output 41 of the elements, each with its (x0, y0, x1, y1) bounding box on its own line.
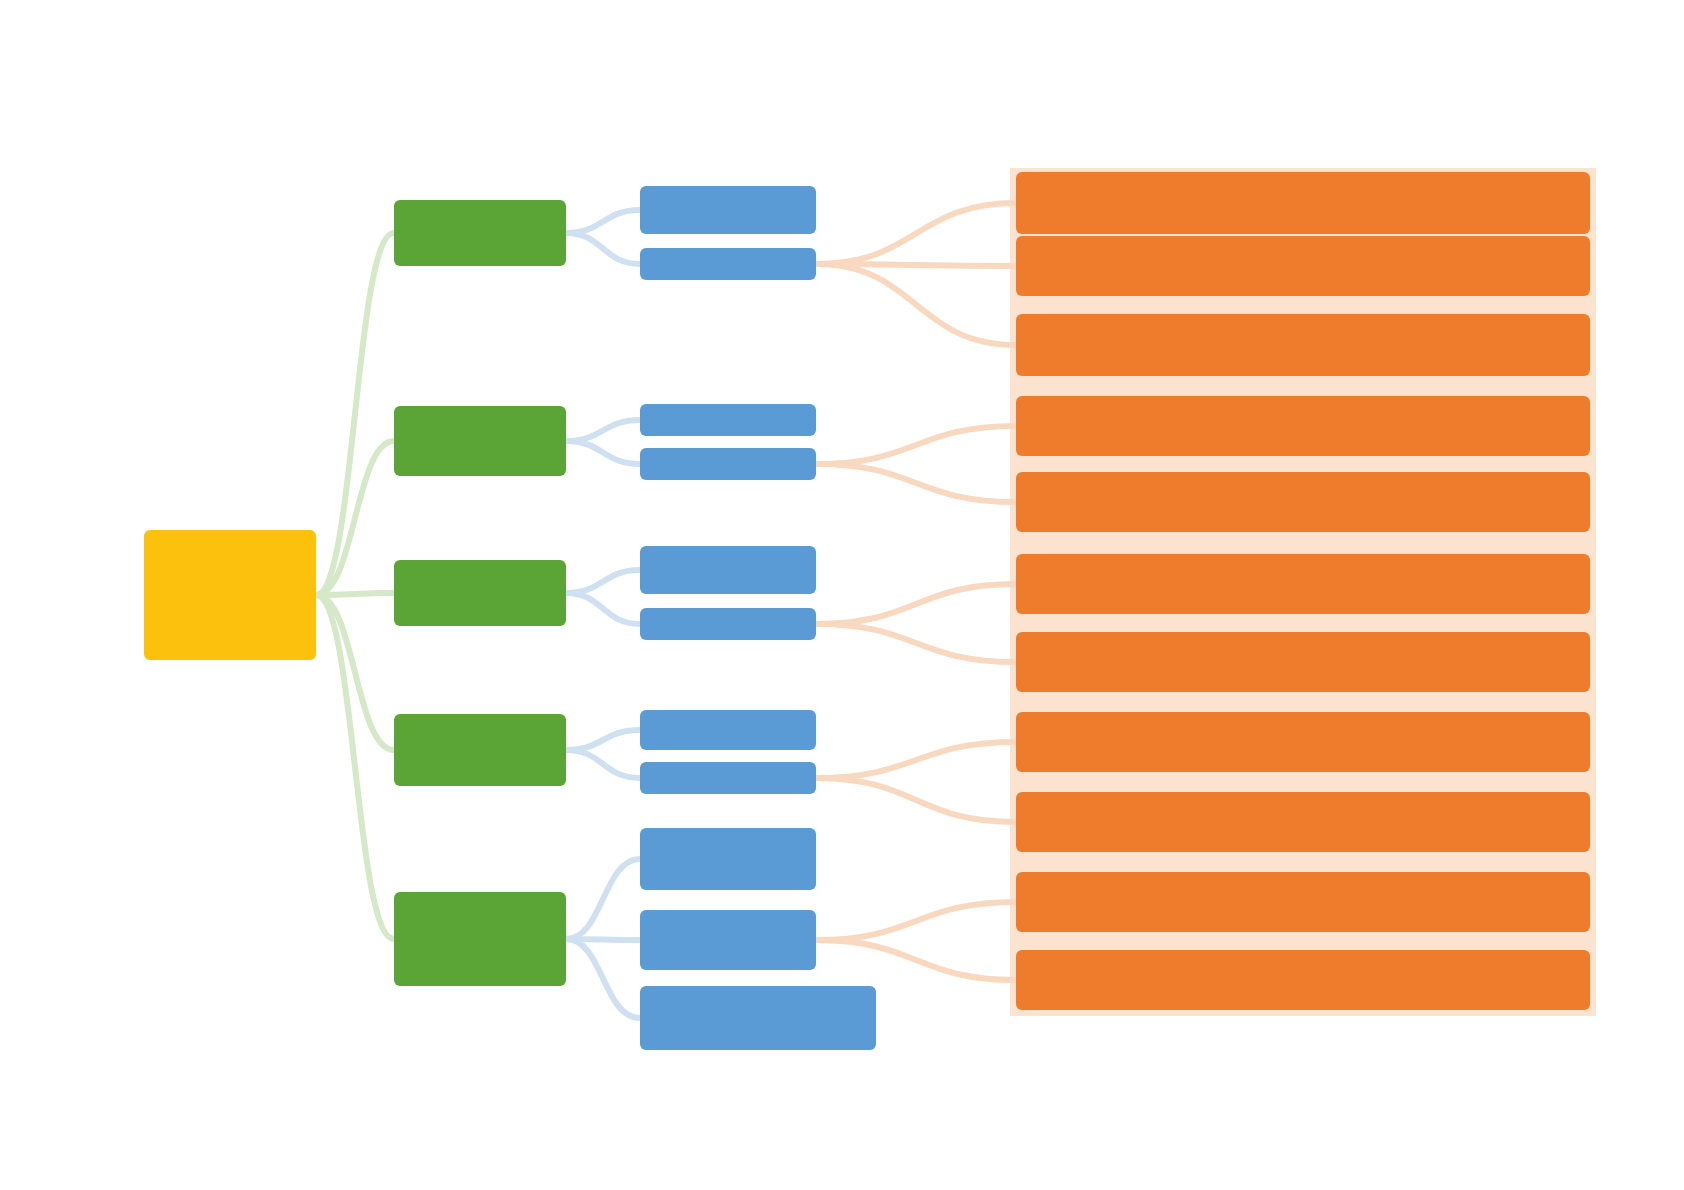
connector-line (815, 461, 1017, 505)
connector-line (314, 592, 396, 942)
empty-topic-box (394, 714, 566, 786)
empty-topic-box (1016, 236, 1590, 296)
empty-topic-box (640, 404, 816, 436)
empty-topic-box (1016, 396, 1590, 456)
connector-line (815, 937, 1017, 983)
empty-topic-box (1016, 472, 1590, 532)
empty-topic-box (640, 828, 816, 890)
empty-topic-box (394, 560, 566, 626)
empty-topic-box (1016, 950, 1590, 1010)
empty-topic-box (640, 710, 816, 750)
connector-line (565, 747, 641, 781)
connector-line (815, 621, 1017, 665)
empty-topic-box (1016, 872, 1590, 932)
connector-line (815, 261, 1017, 348)
connector-line (815, 775, 1017, 825)
empty-topic-box (1016, 792, 1590, 852)
empty-topic-box (1016, 632, 1590, 692)
empty-topic-box (1016, 712, 1590, 772)
empty-topic-box (394, 406, 566, 476)
connector-line (314, 230, 396, 598)
empty-topic-box (394, 200, 566, 266)
empty-topic-box (640, 762, 816, 794)
empty-topic-box (640, 248, 816, 280)
empty-topic-box (1016, 314, 1590, 376)
empty-topic-box (1016, 172, 1590, 234)
empty-topic-box (640, 608, 816, 640)
empty-topic-box (144, 530, 316, 660)
connector-line (565, 438, 641, 467)
empty-topic-box (640, 186, 816, 234)
empty-topic-box (394, 892, 566, 986)
empty-topic-box (640, 448, 816, 480)
connector-line (565, 856, 641, 942)
connector-line (565, 936, 641, 1021)
empty-topic-box (640, 546, 816, 594)
connector-line (565, 230, 641, 267)
empty-topic-box (640, 986, 876, 1050)
connector-line (565, 590, 641, 627)
empty-topic-box (1016, 554, 1590, 614)
empty-topic-box (640, 910, 816, 970)
